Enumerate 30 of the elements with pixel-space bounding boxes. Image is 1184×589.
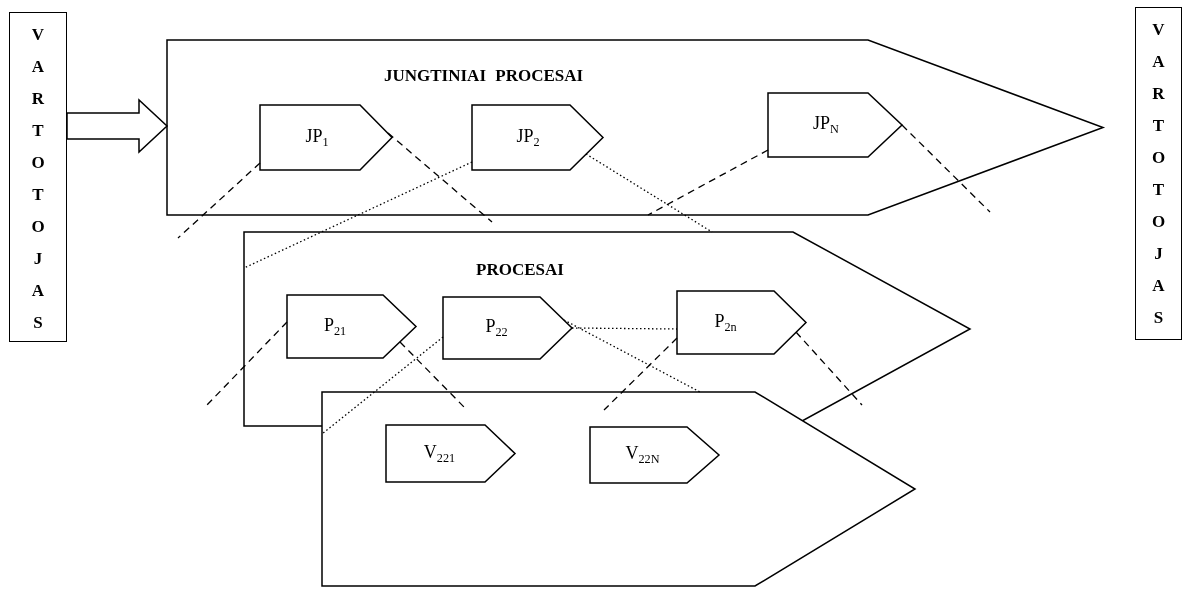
- block-arrow: [66, 98, 169, 154]
- vertical-label: VARTOTOJAS: [30, 24, 46, 334]
- dashed-line: [206, 321, 288, 406]
- process-label: P$_{2n}$: [714, 310, 737, 335]
- dashed-line: [603, 337, 678, 411]
- group-heading: JUNGTINIAI PROCESAI: [384, 66, 584, 86]
- vertical-label: VARTOTOJAS: [1150, 19, 1167, 329]
- process-label: JP$_{N}$: [813, 113, 839, 137]
- process-label: JP$_{2}$: [516, 125, 540, 150]
- process-label: V$_{221}$: [423, 441, 456, 466]
- process-label: V$_{22N}$: [625, 443, 660, 467]
- label-box: [1135, 7, 1182, 340]
- dashed-line: [387, 132, 493, 223]
- dashed-line: [399, 341, 466, 409]
- dashed-line: [177, 162, 261, 239]
- process-label: P$_{22}$: [485, 316, 508, 340]
- dashed-line: [647, 149, 769, 216]
- process-label: P$_{21}$: [323, 314, 347, 339]
- dashed-line: [795, 331, 863, 406]
- label-box: [9, 12, 67, 342]
- dotted-line: [321, 336, 444, 435]
- dotted-line: [243, 161, 473, 269]
- dotted-line: [563, 319, 701, 393]
- dashed-line: [901, 124, 991, 213]
- process-group-arrow: [167, 40, 1103, 215]
- process-label: JP$_{1}$: [305, 125, 329, 150]
- group-heading: PROCESAI: [476, 260, 564, 280]
- dotted-line: [585, 153, 713, 233]
- process-group-arrow: [322, 392, 915, 586]
- dotted-line: [571, 327, 678, 330]
